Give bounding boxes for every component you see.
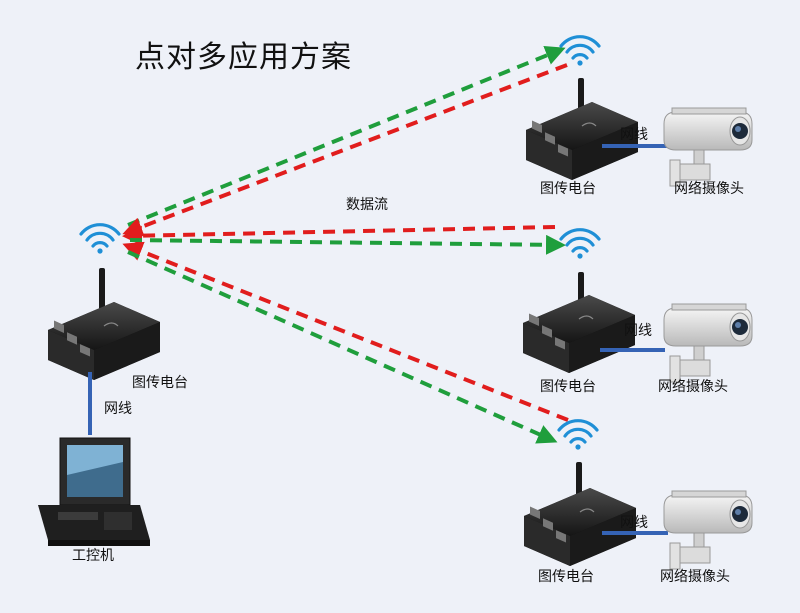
downlink-arrow-3 bbox=[122, 241, 569, 422]
host-cable-label: 网线 bbox=[104, 401, 132, 417]
remote-3-radio-label: 图传电台 bbox=[538, 569, 594, 585]
data-flow-label: 数据流 bbox=[346, 197, 388, 213]
uplink-arrow-1 bbox=[127, 45, 566, 227]
uplink-arrow-2 bbox=[129, 234, 566, 255]
downlink-arrow-2 bbox=[122, 225, 556, 246]
downlink-arrow-1 bbox=[122, 63, 568, 237]
host-wifi-icon bbox=[79, 223, 121, 256]
remote-3-camera-icon bbox=[663, 490, 753, 570]
remote-2-camera-label: 网络摄像头 bbox=[658, 379, 728, 395]
uplink-arrow-3 bbox=[127, 250, 558, 444]
page-title: 点对多应用方案 bbox=[135, 40, 352, 75]
remote-station-3 bbox=[523, 419, 753, 570]
flow-arrows bbox=[122, 45, 569, 444]
remote-2-cable-label: 网线 bbox=[624, 323, 652, 339]
remote-station-1 bbox=[525, 35, 753, 187]
host-radio-icon bbox=[47, 301, 161, 381]
remote-3-camera-label: 网络摄像头 bbox=[660, 569, 730, 585]
host-pc-label: 工控机 bbox=[72, 548, 114, 564]
remote-3-cable-label: 网线 bbox=[620, 515, 648, 531]
remote-2-radio-icon bbox=[522, 294, 636, 374]
remote-2-radio-label: 图传电台 bbox=[540, 379, 596, 395]
host-station bbox=[38, 223, 161, 546]
remote-station-2 bbox=[522, 228, 753, 383]
host-radio-label: 图传电台 bbox=[132, 375, 188, 391]
industrial-pc-icon bbox=[38, 437, 150, 546]
remote-1-wifi-icon bbox=[559, 35, 601, 68]
remote-2-camera-icon bbox=[663, 303, 753, 383]
remote-3-wifi-icon bbox=[557, 419, 599, 452]
remote-1-camera-label: 网络摄像头 bbox=[674, 181, 744, 197]
remote-1-camera-icon bbox=[663, 107, 753, 187]
remote-2-wifi-icon bbox=[559, 228, 601, 261]
remote-1-cable-label: 网线 bbox=[620, 127, 648, 143]
remote-1-radio-label: 图传电台 bbox=[540, 181, 596, 197]
